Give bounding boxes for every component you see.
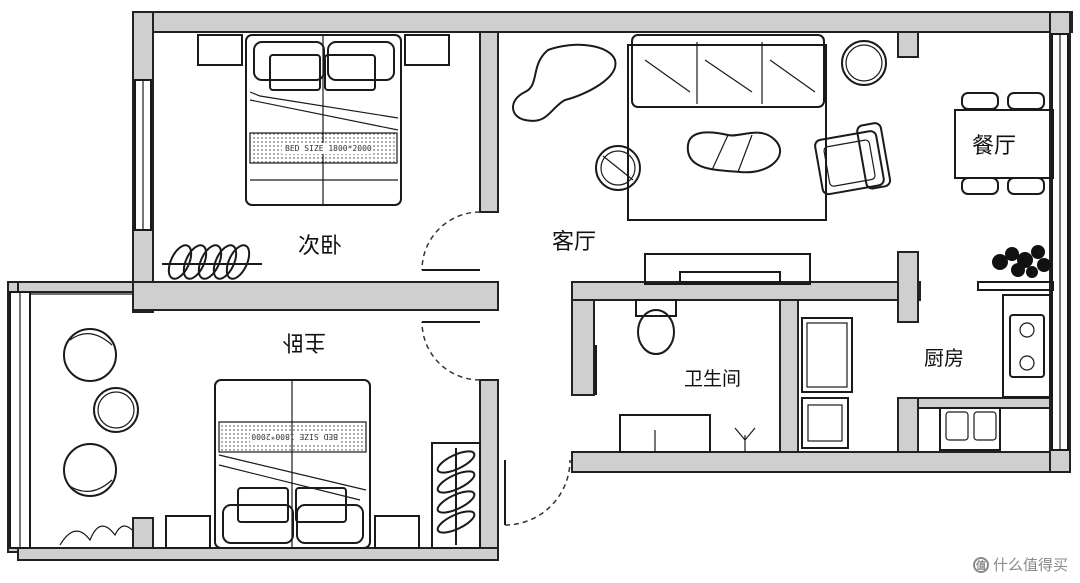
doors <box>421 211 571 526</box>
windows <box>9 33 1069 549</box>
label-kitchen: 厨房 <box>924 346 964 370</box>
master-bedroom-bed <box>165 379 420 549</box>
label-bathroom: 卫生间 <box>684 368 741 390</box>
second-bedroom-bed <box>197 34 450 206</box>
dining-table <box>954 92 1054 195</box>
label-second-bedroom: 次卧 <box>298 234 342 259</box>
watermark-logo-icon: 值 <box>972 556 989 573</box>
label-dining-room: 餐厅 <box>972 134 1016 159</box>
wardrobe-hangers-bottom <box>431 442 481 549</box>
plant <box>977 245 1054 291</box>
bathroom-fixtures <box>595 299 756 453</box>
watermark-text: 什么值得买 <box>992 556 1068 574</box>
walls <box>7 11 1073 561</box>
wardrobe-hangers-top <box>162 244 262 280</box>
bed-size-bottom: BED SIZE 1800*2000 <box>251 432 338 441</box>
living-room-furniture <box>512 34 892 285</box>
bed-size-top: BED SIZE 1800*2000 <box>285 144 372 153</box>
kitchen-furniture <box>801 294 1051 451</box>
label-living-room: 客厅 <box>552 230 596 255</box>
watermark: 值 什么值得买 <box>972 554 1068 575</box>
label-master-bedroom: 主卧 <box>282 329 326 354</box>
balcony-furniture <box>59 328 139 546</box>
